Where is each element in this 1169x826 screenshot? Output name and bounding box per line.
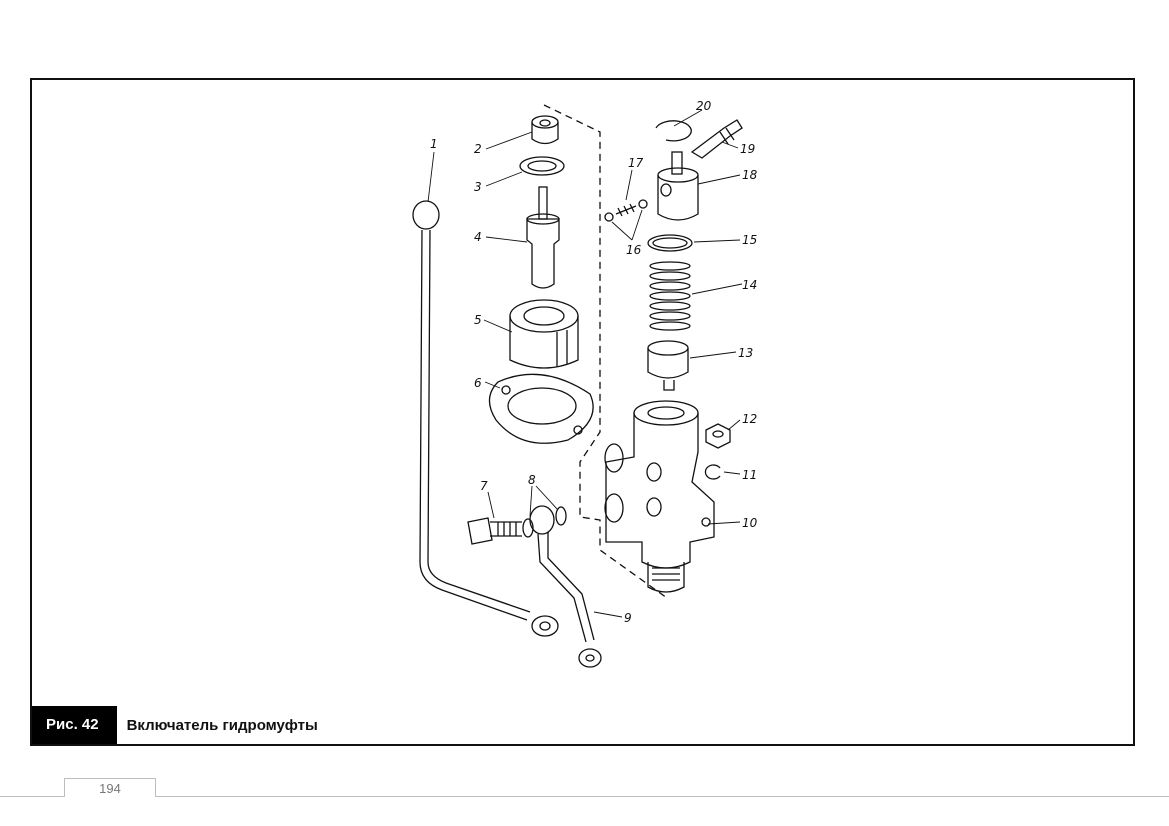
callout-15: 15 xyxy=(742,233,757,247)
page-footer-rule xyxy=(0,796,1169,797)
callout-7: 7 xyxy=(480,479,488,493)
leader-lines xyxy=(427,109,743,618)
handle-19 xyxy=(690,119,743,159)
callout-10: 10 xyxy=(742,516,758,530)
circlip-20 xyxy=(655,120,692,142)
callout-13: 13 xyxy=(738,346,753,360)
gasket-6 xyxy=(488,373,594,444)
callout-14: 14 xyxy=(742,278,757,292)
figure-title: Включатель гидромуфты xyxy=(126,716,318,734)
cup-13 xyxy=(647,340,689,391)
washer-3 xyxy=(519,156,565,176)
callout-3: 3 xyxy=(474,180,482,194)
figure-frame: 1 2 3 4 5 6 7 8 9 10 11 12 13 14 15 16 1… xyxy=(30,78,1135,746)
spring-14 xyxy=(649,261,691,331)
union-nut-5 xyxy=(509,299,579,369)
callout-20: 20 xyxy=(696,99,712,113)
callout-1: 1 xyxy=(430,137,438,151)
callout-5: 5 xyxy=(474,313,482,327)
figure-number-badge: Рис. 42 xyxy=(32,706,117,744)
figure-caption: Рис. 42 Включатель гидромуфты xyxy=(32,706,318,744)
callout-9: 9 xyxy=(624,611,632,625)
switch-body-10 xyxy=(604,400,715,593)
snap-ring-11 xyxy=(704,464,721,480)
assembly-axis-line xyxy=(543,104,668,599)
callout-12: 12 xyxy=(742,412,757,426)
pipe-9 xyxy=(529,505,602,668)
callout-8: 8 xyxy=(528,473,536,487)
nut-2 xyxy=(531,115,559,145)
callout-4: 4 xyxy=(474,230,482,244)
o-ring-15 xyxy=(647,234,693,252)
exploded-parts-diagram: 1 2 3 4 5 6 7 8 9 10 11 12 13 14 15 16 1… xyxy=(412,99,758,668)
piston-4 xyxy=(526,186,560,289)
hex-nut-12 xyxy=(705,423,731,449)
callout-19: 19 xyxy=(740,142,755,156)
valve-18 xyxy=(657,151,699,221)
washers-8 xyxy=(522,506,567,538)
callout-2: 2 xyxy=(474,142,482,156)
callout-6: 6 xyxy=(474,376,482,390)
page-number: 194 xyxy=(64,778,156,797)
pipe-1 xyxy=(412,200,559,637)
callout-16: 16 xyxy=(626,243,642,257)
balls-springs-16-17 xyxy=(604,199,648,222)
callout-11: 11 xyxy=(742,468,757,482)
callout-18: 18 xyxy=(742,168,758,182)
callout-17: 17 xyxy=(628,156,644,170)
banjo-bolt-7 xyxy=(467,517,522,545)
